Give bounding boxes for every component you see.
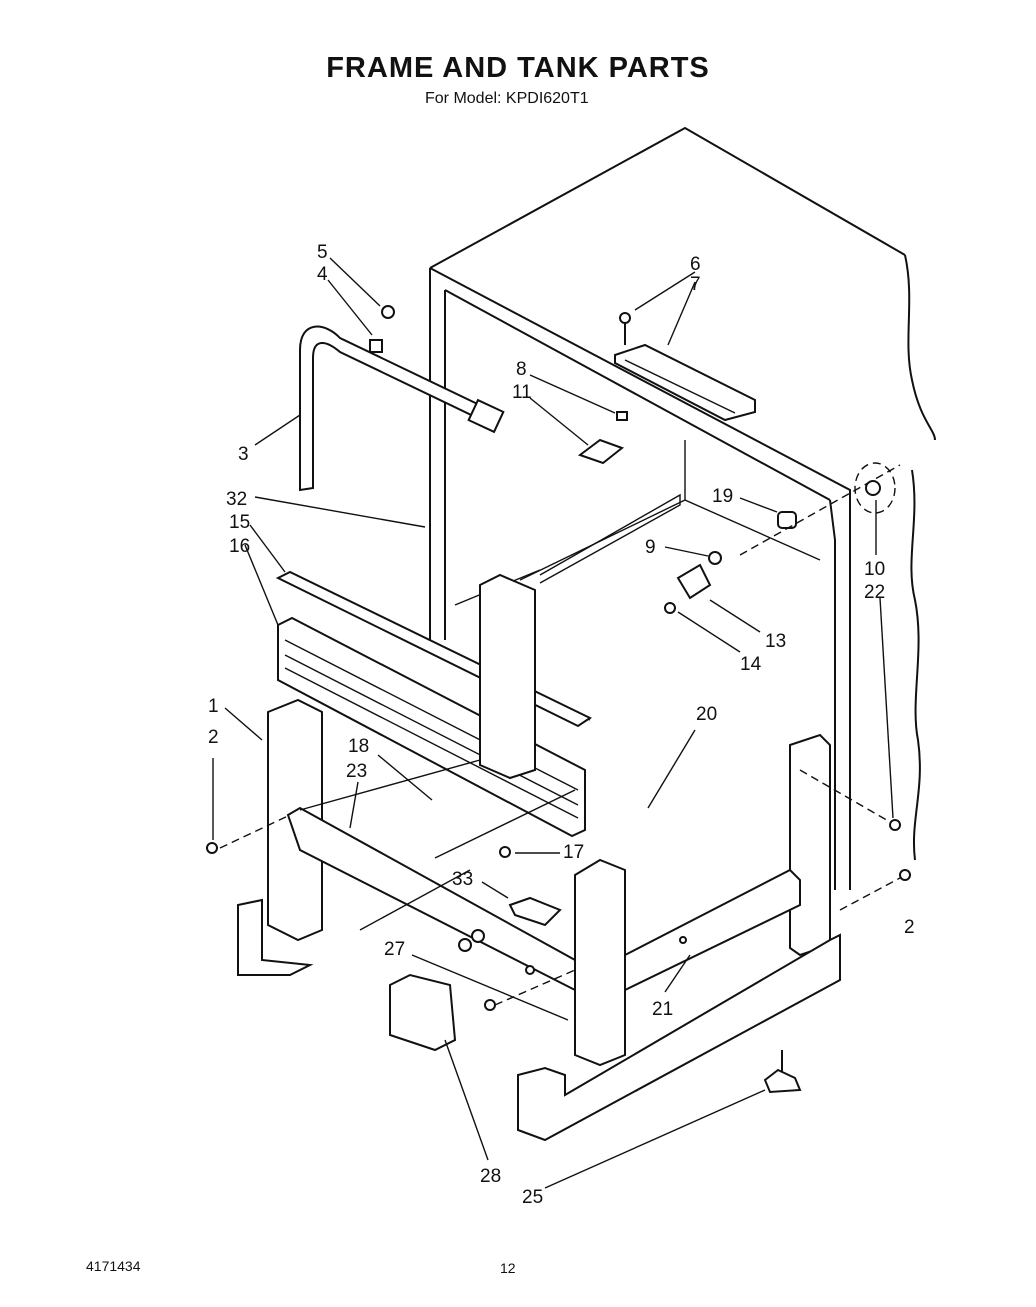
callout-22: 22 [864,582,885,603]
callout-7: 7 [690,274,701,295]
callout-15: 15 [229,512,250,533]
document-number: 4171434 [86,1258,141,1274]
callout-labels: 5 4 3 6 7 8 11 19 9 10 22 13 14 32 15 16… [208,242,915,1208]
callout-16: 16 [229,536,250,557]
callout-21: 21 [652,999,673,1020]
leader-lines [212,257,894,1189]
callout-17: 17 [563,842,584,863]
callout-25: 25 [522,1187,543,1208]
callout-6: 6 [690,254,701,275]
model-subtitle: For Model: KPDI620T1 [425,90,589,107]
callout-1: 1 [208,696,219,717]
hinge-hardware [664,462,901,614]
callout-20: 19 [712,486,733,507]
callout-10: 10 [864,559,885,580]
callout-13: 13 [765,631,786,652]
callout-2-right: 2 [904,917,915,938]
callout-18: 18 [348,736,369,757]
callout-8: 8 [516,359,527,380]
callout-19: 20 [696,704,717,725]
callout-5: 5 [317,242,328,263]
door-gasket [299,305,505,492]
front-rails [275,570,593,838]
callout-27: 27 [384,939,405,960]
page-title: FRAME AND TANK PARTS [326,52,710,84]
callout-9: 9 [645,537,656,558]
callout-4: 4 [317,264,328,285]
callout-3: 3 [238,444,249,465]
callout-2-left: 2 [208,727,219,748]
top-bracket [614,312,756,422]
callout-28: 28 [480,1166,501,1187]
callout-23: 23 [346,761,367,782]
callout-33: 33 [452,869,473,890]
clip-parts [577,411,628,465]
page-number: 12 [500,1260,516,1276]
small-parts [206,769,911,1094]
callout-11: 11 [512,382,532,403]
callout-14: 14 [740,654,762,675]
callout-32: 32 [226,489,247,510]
base-frame [237,573,841,1142]
